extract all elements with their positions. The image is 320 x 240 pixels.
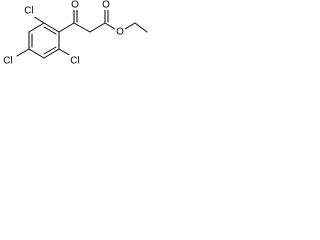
label-backdrop — [115, 27, 125, 38]
bond-ring-to-cl-left — [16, 48, 30, 57]
label-backdrop — [70, 0, 80, 10]
chlorine-left-label: Cl — [3, 56, 12, 67]
label-backdrop — [101, 0, 111, 10]
bond-ethyl-ch2-to-ch3 — [134, 22, 148, 33]
label-backdrop — [22, 5, 36, 17]
bond-ring-to-cl-right — [58, 48, 72, 57]
ring-bond-c5-c6 — [43, 48, 60, 59]
bond-ring-to-cl-top — [32, 15, 45, 24]
chlorine-top-left-label: Cl — [24, 6, 33, 17]
ring-bond-c2-c3 — [28, 22, 45, 33]
ring-bond-c4-c5 — [28, 48, 45, 59]
label-backdrop — [68, 55, 83, 67]
chlorine-right-label: Cl — [70, 56, 79, 67]
chemical-structure-diagram: O O O Cl Cl Cl — [1, 0, 148, 67]
ring-double-bond-inner-3 — [43, 46, 57, 55]
bond-ch2-to-ester — [89, 22, 106, 33]
ring-double-bond-inner-1 — [43, 26, 57, 35]
bond-ketone-to-ch2 — [73, 22, 91, 33]
bond-ring-to-ketone — [58, 22, 75, 33]
label-backdrop — [1, 55, 16, 67]
ester-ether-oxygen-label: O — [116, 27, 124, 38]
ring-bond-c1-c2 — [43, 22, 60, 33]
ester-carbonyl-oxygen-label: O — [102, 0, 110, 11]
benzene-ring — [28, 22, 60, 59]
keto-oxygen-label: O — [71, 0, 79, 11]
